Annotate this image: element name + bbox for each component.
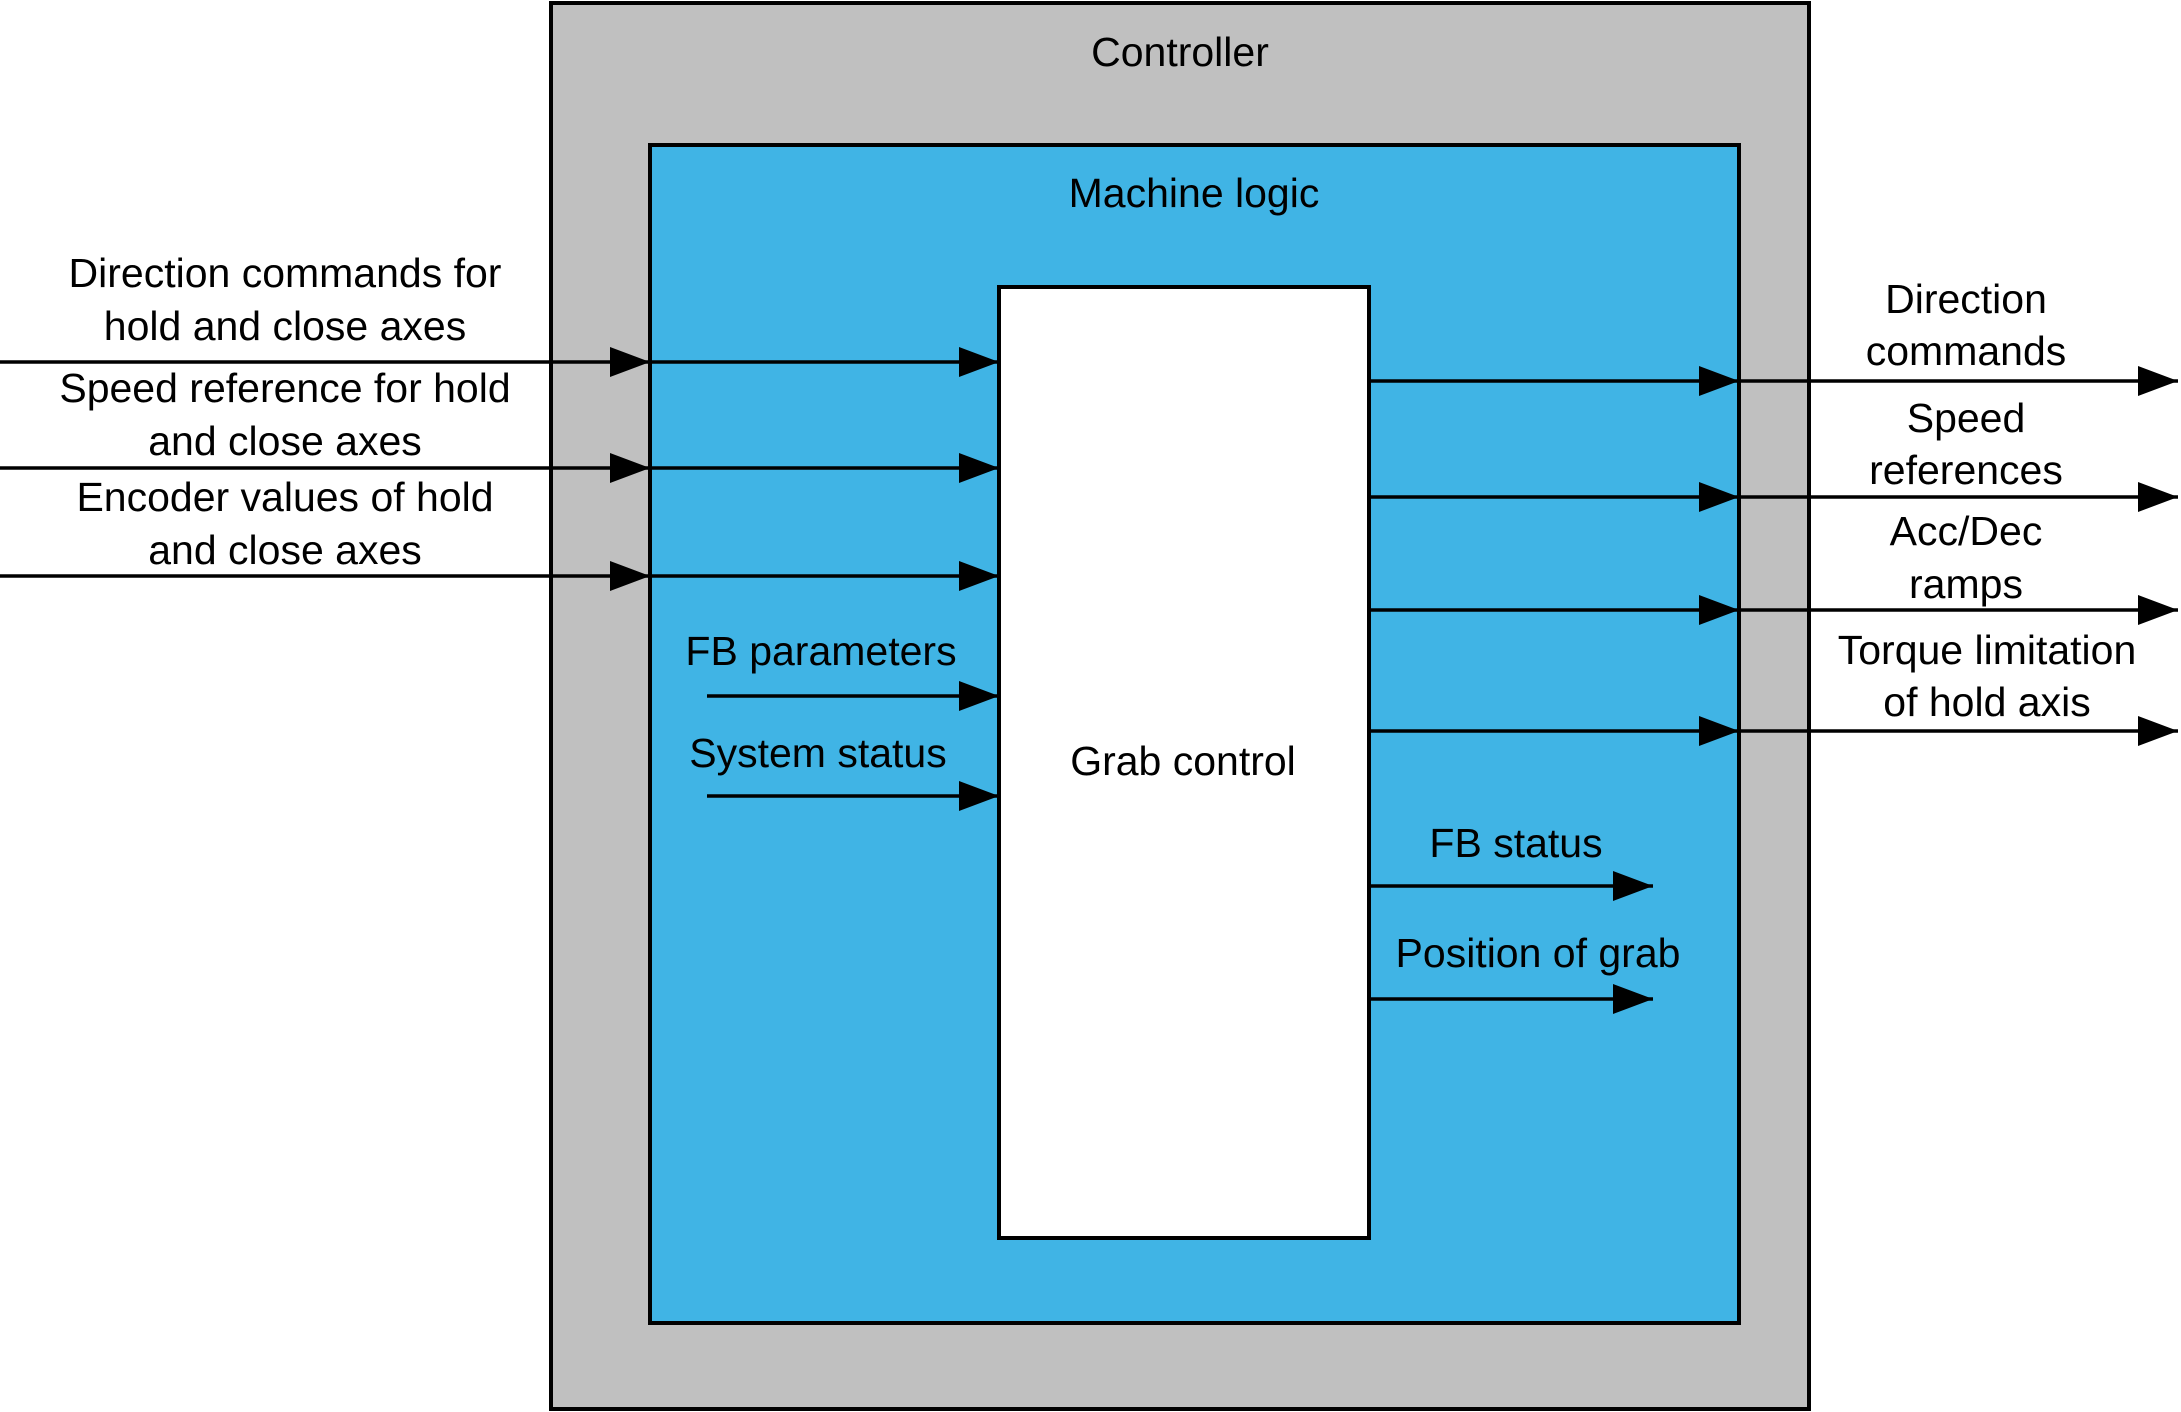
output-label: FB status (1429, 820, 1602, 866)
input-label: Encoder values of hold (76, 474, 493, 520)
output-position-of-grab: Position of grab (1369, 930, 1681, 1014)
input-label: System status (689, 730, 946, 776)
input-label: Direction commands for (69, 250, 502, 296)
output-label: Speed (1907, 395, 2026, 441)
output-label: Acc/Dec (1890, 508, 2043, 554)
output-acc-dec-ramps: Acc/Dec ramps (1369, 508, 2178, 625)
input-fb-parameters: FB parameters (685, 628, 999, 711)
grab-control-title: Grab control (1070, 738, 1296, 784)
input-label: Speed reference for hold (59, 365, 510, 411)
input-system-status: System status (689, 730, 999, 811)
input-label: and close axes (148, 527, 422, 573)
output-direction-commands: Direction commands (1369, 276, 2178, 396)
controller-title: Controller (1091, 29, 1269, 75)
output-label: Position of grab (1396, 930, 1681, 976)
output-label: references (1869, 447, 2063, 493)
input-label: FB parameters (685, 628, 956, 674)
output-label: Torque limitation (1838, 627, 2137, 673)
input-speed-reference: Speed reference for hold and close axes (0, 365, 999, 483)
output-label: of hold axis (1883, 679, 2090, 725)
input-direction-commands: Direction commands for hold and close ax… (0, 250, 999, 377)
input-label: hold and close axes (104, 303, 466, 349)
input-encoder-values: Encoder values of hold and close axes (0, 474, 999, 591)
machine-logic-title: Machine logic (1069, 170, 1320, 216)
output-torque-limitation: Torque limitation of hold axis (1369, 627, 2178, 746)
output-label: commands (1866, 328, 2067, 374)
output-speed-references: Speed references (1369, 395, 2178, 512)
output-label: Direction (1885, 276, 2047, 322)
output-label: ramps (1909, 561, 2023, 607)
grab-control-box (997, 285, 1371, 1240)
output-fb-status: FB status (1369, 820, 1653, 901)
input-label: and close axes (148, 418, 422, 464)
